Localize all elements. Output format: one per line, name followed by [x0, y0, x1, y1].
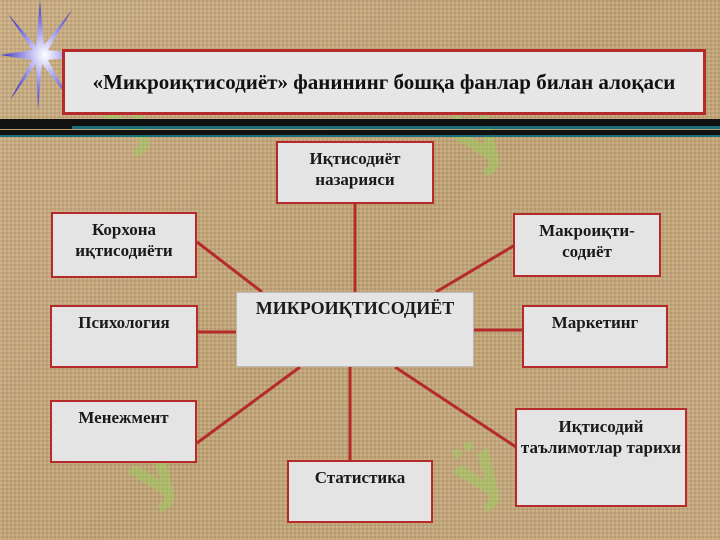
- node-label: Психология: [78, 313, 170, 332]
- node-statistics: Статистика: [287, 460, 433, 523]
- node-label: Иқтисодий таълимотлар тарихи: [520, 417, 682, 457]
- node-enterprise-economics: Корхона иқтисодиёти: [51, 212, 197, 278]
- divider: [0, 126, 720, 129]
- node-label: Маркетинг: [551, 313, 639, 332]
- node-history-of-economic-thought: Иқтисодий таълимотлар тарихи: [515, 408, 687, 507]
- node-label: Статистика: [314, 468, 406, 487]
- connector-macroeconomics: [435, 243, 516, 294]
- node-psychology: Психология: [50, 305, 198, 368]
- node-marketing: Маркетинг: [522, 305, 668, 368]
- node-macroeconomics: Макроиқти-содиёт: [513, 213, 661, 277]
- node-label: Менежмент: [78, 408, 169, 427]
- node-label: Макроиқти-содиёт: [539, 221, 635, 261]
- node-management: Менежмент: [50, 400, 197, 463]
- node-label: Корхона иқтисодиёти: [75, 220, 173, 260]
- star-burst-icon: [0, 0, 90, 110]
- node-microeconomics-center: МИКРОИҚТИСОДИЁТ: [236, 292, 474, 367]
- divider: [0, 119, 720, 126]
- node-label: Иқтисодиёт назарияси: [309, 149, 401, 189]
- divider: [0, 135, 720, 137]
- connector-management: [196, 365, 301, 445]
- connector-history: [394, 365, 517, 449]
- connector-enterprise-economics: [196, 240, 263, 294]
- divider: [0, 130, 720, 135]
- slide-title: «Микроиқтисодиёт» фанининг бошқа фанлар …: [62, 49, 706, 115]
- center-label: МИКРОИҚТИСОДИЁТ: [255, 298, 455, 318]
- node-economic-theory: Иқтисодиёт назарияси: [276, 141, 434, 204]
